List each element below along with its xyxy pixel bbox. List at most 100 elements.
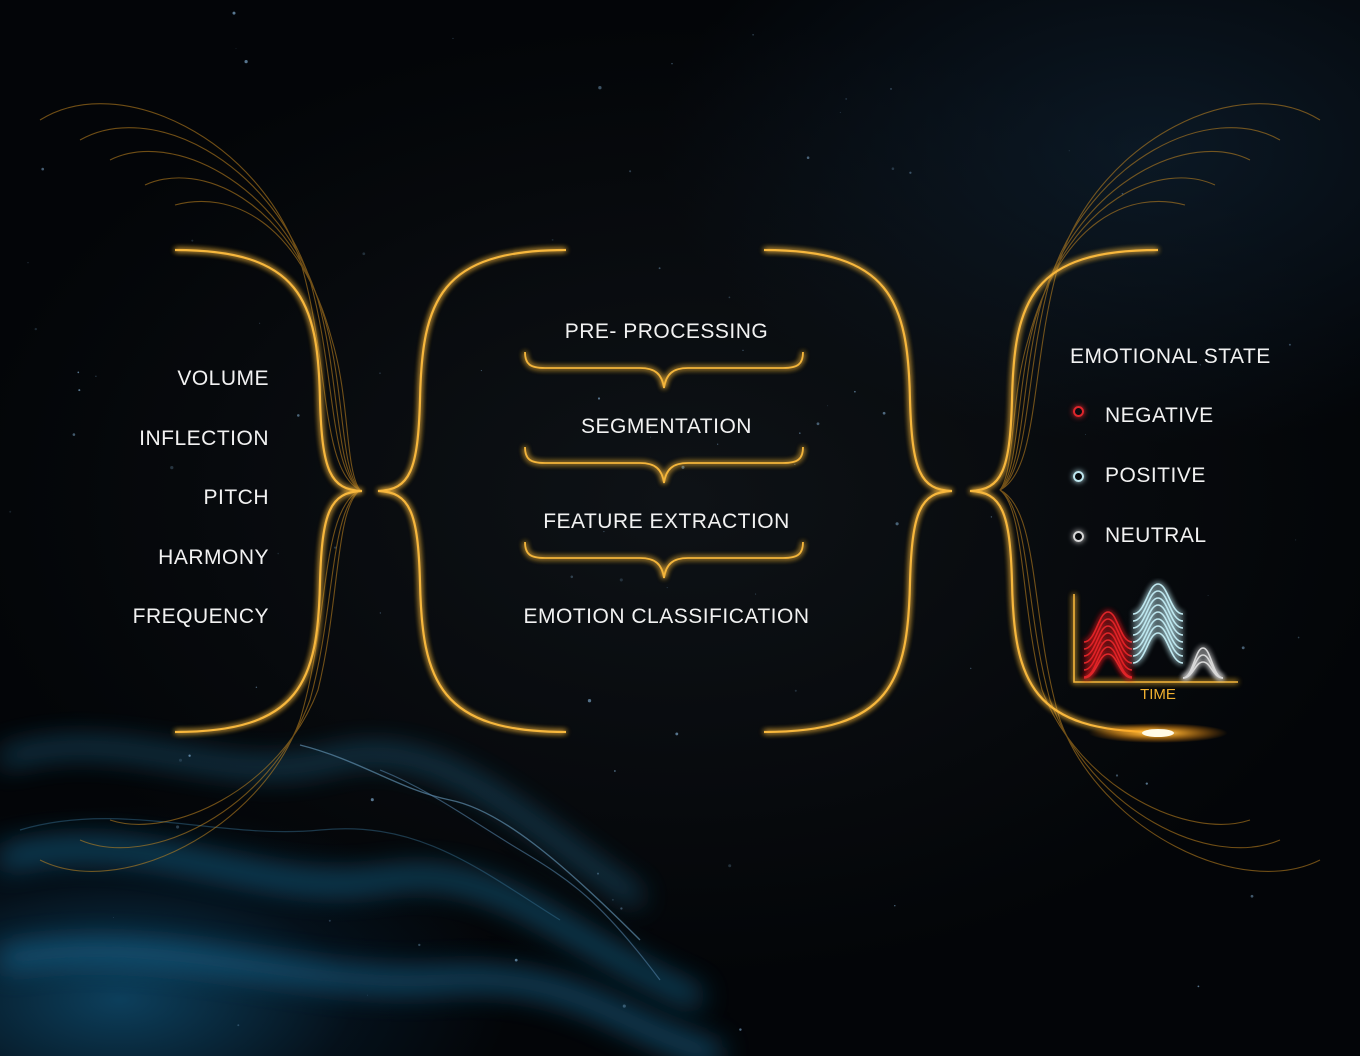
mini-wave-positive <box>1132 590 1184 622</box>
star <box>794 463 796 465</box>
output-title: EMOTIONAL STATE <box>1070 345 1271 368</box>
star <box>259 322 261 324</box>
star <box>1250 894 1254 898</box>
star <box>191 239 194 242</box>
input-label-volume: VOLUME <box>177 367 269 390</box>
star <box>244 59 248 64</box>
star <box>755 593 757 595</box>
mini-wave-negative <box>1083 653 1133 679</box>
legend-label-negative: NEGATIVE <box>1105 404 1214 427</box>
star <box>41 167 45 171</box>
legend-label-neutral: NEUTRAL <box>1105 524 1207 547</box>
star-field <box>9 11 1300 1031</box>
brace-center-closing <box>763 248 953 734</box>
nebula-wisps <box>0 742 723 1056</box>
star <box>9 510 12 513</box>
star <box>603 531 605 533</box>
mini-wave-positive <box>1132 625 1184 657</box>
input-label-inflection: INFLECTION <box>139 427 269 450</box>
step-emotion-classification: EMOTION CLASSIFICATION <box>523 605 810 628</box>
mini-wave-negative <box>1083 639 1133 671</box>
star <box>77 371 80 374</box>
star <box>990 516 993 518</box>
star <box>334 546 337 549</box>
star <box>1145 782 1148 785</box>
star <box>681 465 685 469</box>
legend-marker-neutral <box>1073 531 1084 542</box>
star <box>1207 594 1209 597</box>
legend-label-positive: POSITIVE <box>1105 464 1206 487</box>
star <box>717 443 719 445</box>
star <box>597 397 601 400</box>
star <box>1068 150 1070 152</box>
star <box>889 87 893 90</box>
star <box>480 370 482 372</box>
star <box>742 349 744 351</box>
star <box>297 414 300 417</box>
star <box>1115 774 1119 777</box>
star <box>72 433 76 436</box>
star <box>170 465 174 470</box>
star <box>619 578 623 582</box>
star <box>176 825 180 829</box>
star <box>620 907 623 910</box>
star <box>611 898 614 901</box>
star <box>95 375 97 377</box>
star <box>366 994 368 996</box>
star <box>845 97 848 100</box>
star <box>418 943 421 947</box>
star <box>587 699 592 703</box>
left-arc-fan <box>39 103 361 872</box>
mini-chart-axes <box>1073 594 1238 683</box>
star <box>570 575 574 579</box>
star <box>671 62 673 65</box>
mini-wave-negative <box>1083 618 1133 650</box>
star <box>237 1024 240 1027</box>
star <box>178 758 183 762</box>
star <box>794 689 797 692</box>
step-connector-1 <box>524 351 804 389</box>
star <box>34 327 37 331</box>
star <box>1199 364 1202 366</box>
main-braces <box>174 248 1159 734</box>
star <box>895 522 899 526</box>
star <box>854 390 856 393</box>
star <box>666 587 668 589</box>
star <box>112 916 114 919</box>
star <box>514 958 518 962</box>
star <box>1241 646 1245 650</box>
star <box>1288 343 1291 346</box>
mini-wave-neutral <box>1182 661 1224 679</box>
mini-wave-negative <box>1083 625 1133 657</box>
legend-marker-negative <box>1073 406 1084 417</box>
star <box>827 405 829 407</box>
star <box>362 252 366 256</box>
legend-marker-positive <box>1073 471 1084 482</box>
star <box>739 1028 742 1031</box>
star <box>891 167 895 170</box>
mini-wave-positive <box>1132 597 1184 629</box>
star <box>806 156 810 159</box>
star <box>277 552 280 555</box>
mini-wave-positive <box>1132 632 1184 664</box>
mini-wave-positive <box>1132 604 1184 636</box>
star <box>894 905 896 907</box>
step-pre-processing: PRE- PROCESSING <box>564 320 769 343</box>
star <box>1121 192 1124 195</box>
brace-left-closing <box>174 248 363 734</box>
star <box>598 86 602 90</box>
step-connector-2 <box>524 446 804 484</box>
star <box>1295 539 1297 541</box>
star <box>232 11 236 15</box>
star <box>452 37 454 39</box>
star <box>969 667 972 670</box>
mini-wave-positive <box>1132 618 1184 650</box>
mini-wave-positive <box>1132 583 1184 615</box>
input-label-harmony: HARMONY <box>158 546 269 569</box>
star <box>1197 985 1200 988</box>
star <box>27 262 29 264</box>
star <box>1084 433 1087 436</box>
input-label-pitch: PITCH <box>203 486 269 509</box>
mini-wave-neutral <box>1182 647 1224 679</box>
